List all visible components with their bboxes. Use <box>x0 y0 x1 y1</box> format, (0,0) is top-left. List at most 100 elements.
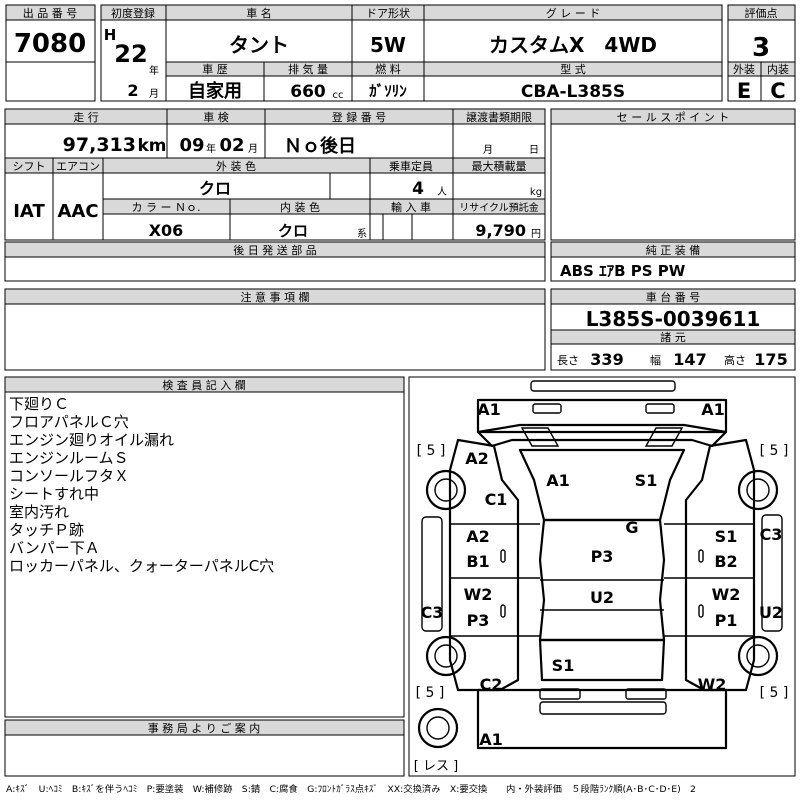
tire-front-right: [ 5 ] <box>760 443 789 459</box>
reg-era: H <box>104 26 117 44</box>
inspector-note: ロッカーパネル、クォーターパネルC穴 <box>9 557 274 575</box>
mark-roof: P3 <box>591 547 614 566</box>
mark-rear-roof: U2 <box>590 588 614 607</box>
first-reg-label: 初度登録 <box>111 6 155 20</box>
mark-front-door-right-b: B2 <box>714 552 737 571</box>
height-label: 高さ <box>724 353 746 367</box>
mileage-unit: km <box>137 136 166 156</box>
capacity: 4 <box>412 179 424 199</box>
width-label: 幅 <box>650 354 661 367</box>
mark-rear-door-left-w: W2 <box>464 585 493 604</box>
mark-front-bumper-left: A1 <box>477 400 501 419</box>
inspector-note: コンソールフタＸ <box>9 467 129 485</box>
inspector-note: エンジン廻りオイル漏れ <box>9 431 174 449</box>
office-notice-label: 事 務 局 よ り ご 案 内 <box>148 721 260 735</box>
inspector-note: 下廻りＣ <box>9 395 69 413</box>
mark-hood-left: A1 <box>546 471 570 490</box>
mark-front-fender-left-c: C1 <box>485 490 508 509</box>
reg-month: 2 <box>127 81 138 100</box>
reg-no-label: 登 録 番 号 <box>332 110 387 124</box>
displacement-label: 排 気 量 <box>288 62 328 76</box>
history-label: 車 歴 <box>202 62 228 76</box>
notes-label: 注 意 事 項 欄 <box>241 290 310 304</box>
car-name: タント <box>229 33 289 57</box>
score-label: 評価点 <box>745 6 778 20</box>
mark-hood-right: S1 <box>635 471 658 490</box>
recycle-fee: 9,790 <box>475 221 526 240</box>
displacement: 660 <box>290 82 326 102</box>
length: 339 <box>590 350 623 369</box>
damage-marks: A1 A1 A2 C1 A1 S1 G A2 B1 S1 B2 C3 P3 W2… <box>421 400 784 749</box>
detail-block: 走 行 車 検 登 録 番 号 譲渡書類期限 97,313 km 09 年 02… <box>4 108 546 371</box>
tires <box>417 469 779 749</box>
recycle-label: リサイクル預託金 <box>459 201 539 214</box>
reg-month-unit: 月 <box>149 88 159 100</box>
inspection-label: 車 検 <box>203 110 229 124</box>
max-load-unit: kg <box>530 187 542 198</box>
ext-color: クロ <box>199 179 231 198</box>
genuine-equipment-label: 純 正 装 備 <box>646 244 701 257</box>
reg-year-unit: 年 <box>149 64 159 77</box>
lot-no: 7080 <box>14 29 86 59</box>
inspector-notes-block: 検 査 員 記 入 欄 下廻りＣ フロアパネルＣ穴 エンジン廻りオイル漏れ エン… <box>4 376 405 777</box>
inspector-note: バンパー下Ａ <box>9 539 100 557</box>
interior-label: 内装 <box>767 62 789 76</box>
right-block: セ ー ル ス ポ イ ン ト 純 正 装 備 ABS ｴｱB PS PW 車 … <box>550 108 796 371</box>
chassis-no-label: 車 台 番 号 <box>646 290 701 304</box>
recycle-unit: 円 <box>531 229 541 240</box>
deadline-month: 月 <box>483 144 493 156</box>
fuel-label: 燃 料 <box>375 62 401 76</box>
transfer-deadline-label: 譲渡書類期限 <box>466 110 532 124</box>
car-name-label: 車 名 <box>246 6 272 20</box>
mark-front-fender-left: A2 <box>465 449 489 468</box>
sales-point-label: セ ー ル ス ポ イ ン ト <box>617 111 729 124</box>
exterior-grade: E <box>737 79 751 103</box>
tire-rear-left: [ 5 ] <box>416 685 445 701</box>
int-color-unit: 系 <box>357 228 367 240</box>
mark-front-door-left-a: A2 <box>466 527 490 546</box>
mark-front-door-right-s: S1 <box>715 527 738 546</box>
mark-left-rocker: C3 <box>421 603 444 622</box>
grade: カスタムX 4WD <box>489 33 657 57</box>
mark-rear-door-right-w: W2 <box>712 585 741 604</box>
inspection-year-unit: 年 <box>206 142 216 155</box>
history: 自家用 <box>188 80 242 102</box>
aircon: AAC <box>57 201 98 222</box>
fuel: ｶﾞｿﾘﾝ <box>369 82 407 100</box>
later-parts-label: 後 日 発 送 部 品 <box>233 243 316 257</box>
exterior-label: 外装 <box>733 63 755 76</box>
mileage: 97,313 <box>63 134 136 156</box>
inspector-note: シートすれ中 <box>9 485 99 503</box>
shift-label: シフト <box>13 160 46 173</box>
inspector-notes-label: 検 査 員 記 入 欄 <box>162 378 245 392</box>
top-block: 出 品 番 号 7080 初度登録 H 22 年 2 月 車 名 ドア形状 グ … <box>5 4 796 103</box>
mileage-label: 走 行 <box>73 111 99 124</box>
inspection-month: 02 <box>219 135 244 156</box>
damage-diagram: [ 5 ] [ 5 ] [ 5 ] [ 5 ] [ レス ] A1 A1 A2 … <box>408 376 796 777</box>
lot-no-label: 出 品 番 号 <box>23 6 78 20</box>
mark-windshield: G <box>625 518 638 537</box>
reg-no: Ｎｏ後日 <box>284 135 356 157</box>
shift: IAT <box>13 201 45 222</box>
mark-right-rocker: C3 <box>760 525 783 544</box>
tire-rear-right: [ 5 ] <box>760 685 789 701</box>
model-code-label: 型 式 <box>560 62 586 76</box>
mark-rear-door-left-p: P3 <box>467 611 490 630</box>
height: 175 <box>754 350 787 369</box>
mark-rear-bumper: A1 <box>479 730 503 749</box>
length-label: 長さ <box>557 354 579 367</box>
inspector-notes-list: 下廻りＣ フロアパネルＣ穴 エンジン廻りオイル漏れ エンジンルームＳ コンソール… <box>9 395 274 575</box>
model-code: CBA-L385S <box>521 82 625 102</box>
mark-front-bumper-right: A1 <box>701 400 725 419</box>
inspection-year: 09 <box>179 135 204 156</box>
score: 3 <box>752 33 770 63</box>
spare-tire: [ レス ] <box>414 759 458 774</box>
inspector-note: 室内汚れ <box>9 503 69 521</box>
genuine-equipment: ABS ｴｱB PS PW <box>560 262 686 280</box>
inspection-month-unit: 月 <box>248 143 258 155</box>
mark-rear-quarter-right: W2 <box>698 675 727 694</box>
interior-grade: C <box>770 79 785 103</box>
doors-label: ドア形状 <box>366 6 410 20</box>
doors: 5W <box>370 33 406 57</box>
